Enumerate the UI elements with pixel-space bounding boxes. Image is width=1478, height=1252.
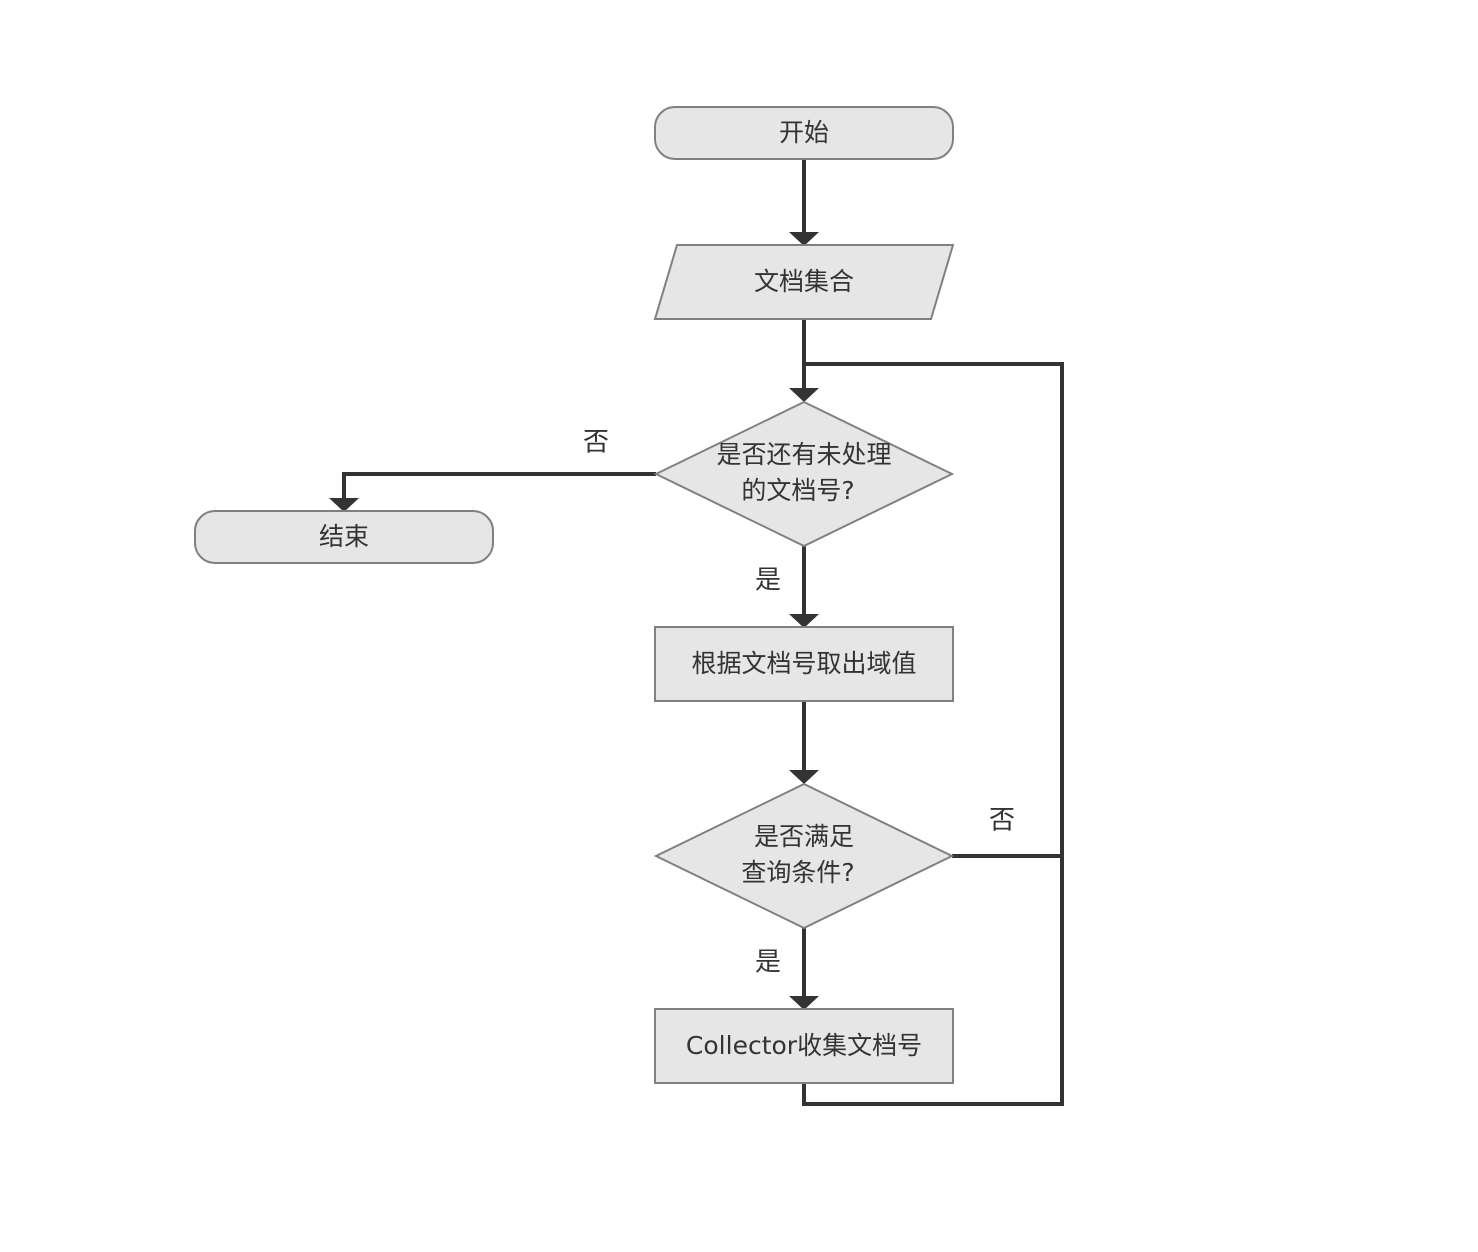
collect-label: Collector收集文档号 bbox=[686, 1031, 922, 1060]
edge-label-match-yes: 是 bbox=[755, 948, 781, 978]
start-node: 开始 bbox=[654, 106, 954, 160]
end-label: 结束 bbox=[319, 522, 369, 551]
arrowhead-match bbox=[789, 770, 819, 784]
edge-loop-back bbox=[802, 362, 1064, 1106]
end-node: 结束 bbox=[194, 510, 494, 564]
match-decision-node: 是否满足 查询条件? bbox=[653, 782, 955, 930]
get-field-label: 根据文档号取出域值 bbox=[691, 649, 916, 678]
get-field-node: 根据文档号取出域值 bbox=[654, 626, 954, 702]
match-label-line2: 查询条件? bbox=[741, 858, 854, 887]
arrowhead-decision1 bbox=[789, 388, 819, 402]
edge-label-has-more-yes: 是 bbox=[755, 566, 781, 596]
arrowhead-docset bbox=[789, 232, 819, 246]
has-more-decision-node: 是否还有未处理 的文档号? bbox=[653, 400, 955, 548]
arrowhead-getfield bbox=[789, 614, 819, 628]
match-label-line1: 是否满足 bbox=[754, 822, 854, 851]
has-more-label-line1: 是否还有未处理 bbox=[716, 440, 891, 469]
start-label: 开始 bbox=[779, 118, 829, 147]
edge-decision-to-end bbox=[342, 472, 656, 500]
docset-node: 文档集合 bbox=[653, 244, 955, 320]
docset-label: 文档集合 bbox=[754, 267, 854, 296]
edge-label-has-more-no: 否 bbox=[583, 428, 609, 458]
collect-node: Collector收集文档号 bbox=[654, 1008, 954, 1084]
has-more-label-line2: 的文档号? bbox=[741, 476, 854, 505]
edge-label-match-no: 否 bbox=[989, 806, 1015, 836]
arrowhead-collect bbox=[789, 996, 819, 1010]
arrowhead-end bbox=[329, 498, 359, 512]
